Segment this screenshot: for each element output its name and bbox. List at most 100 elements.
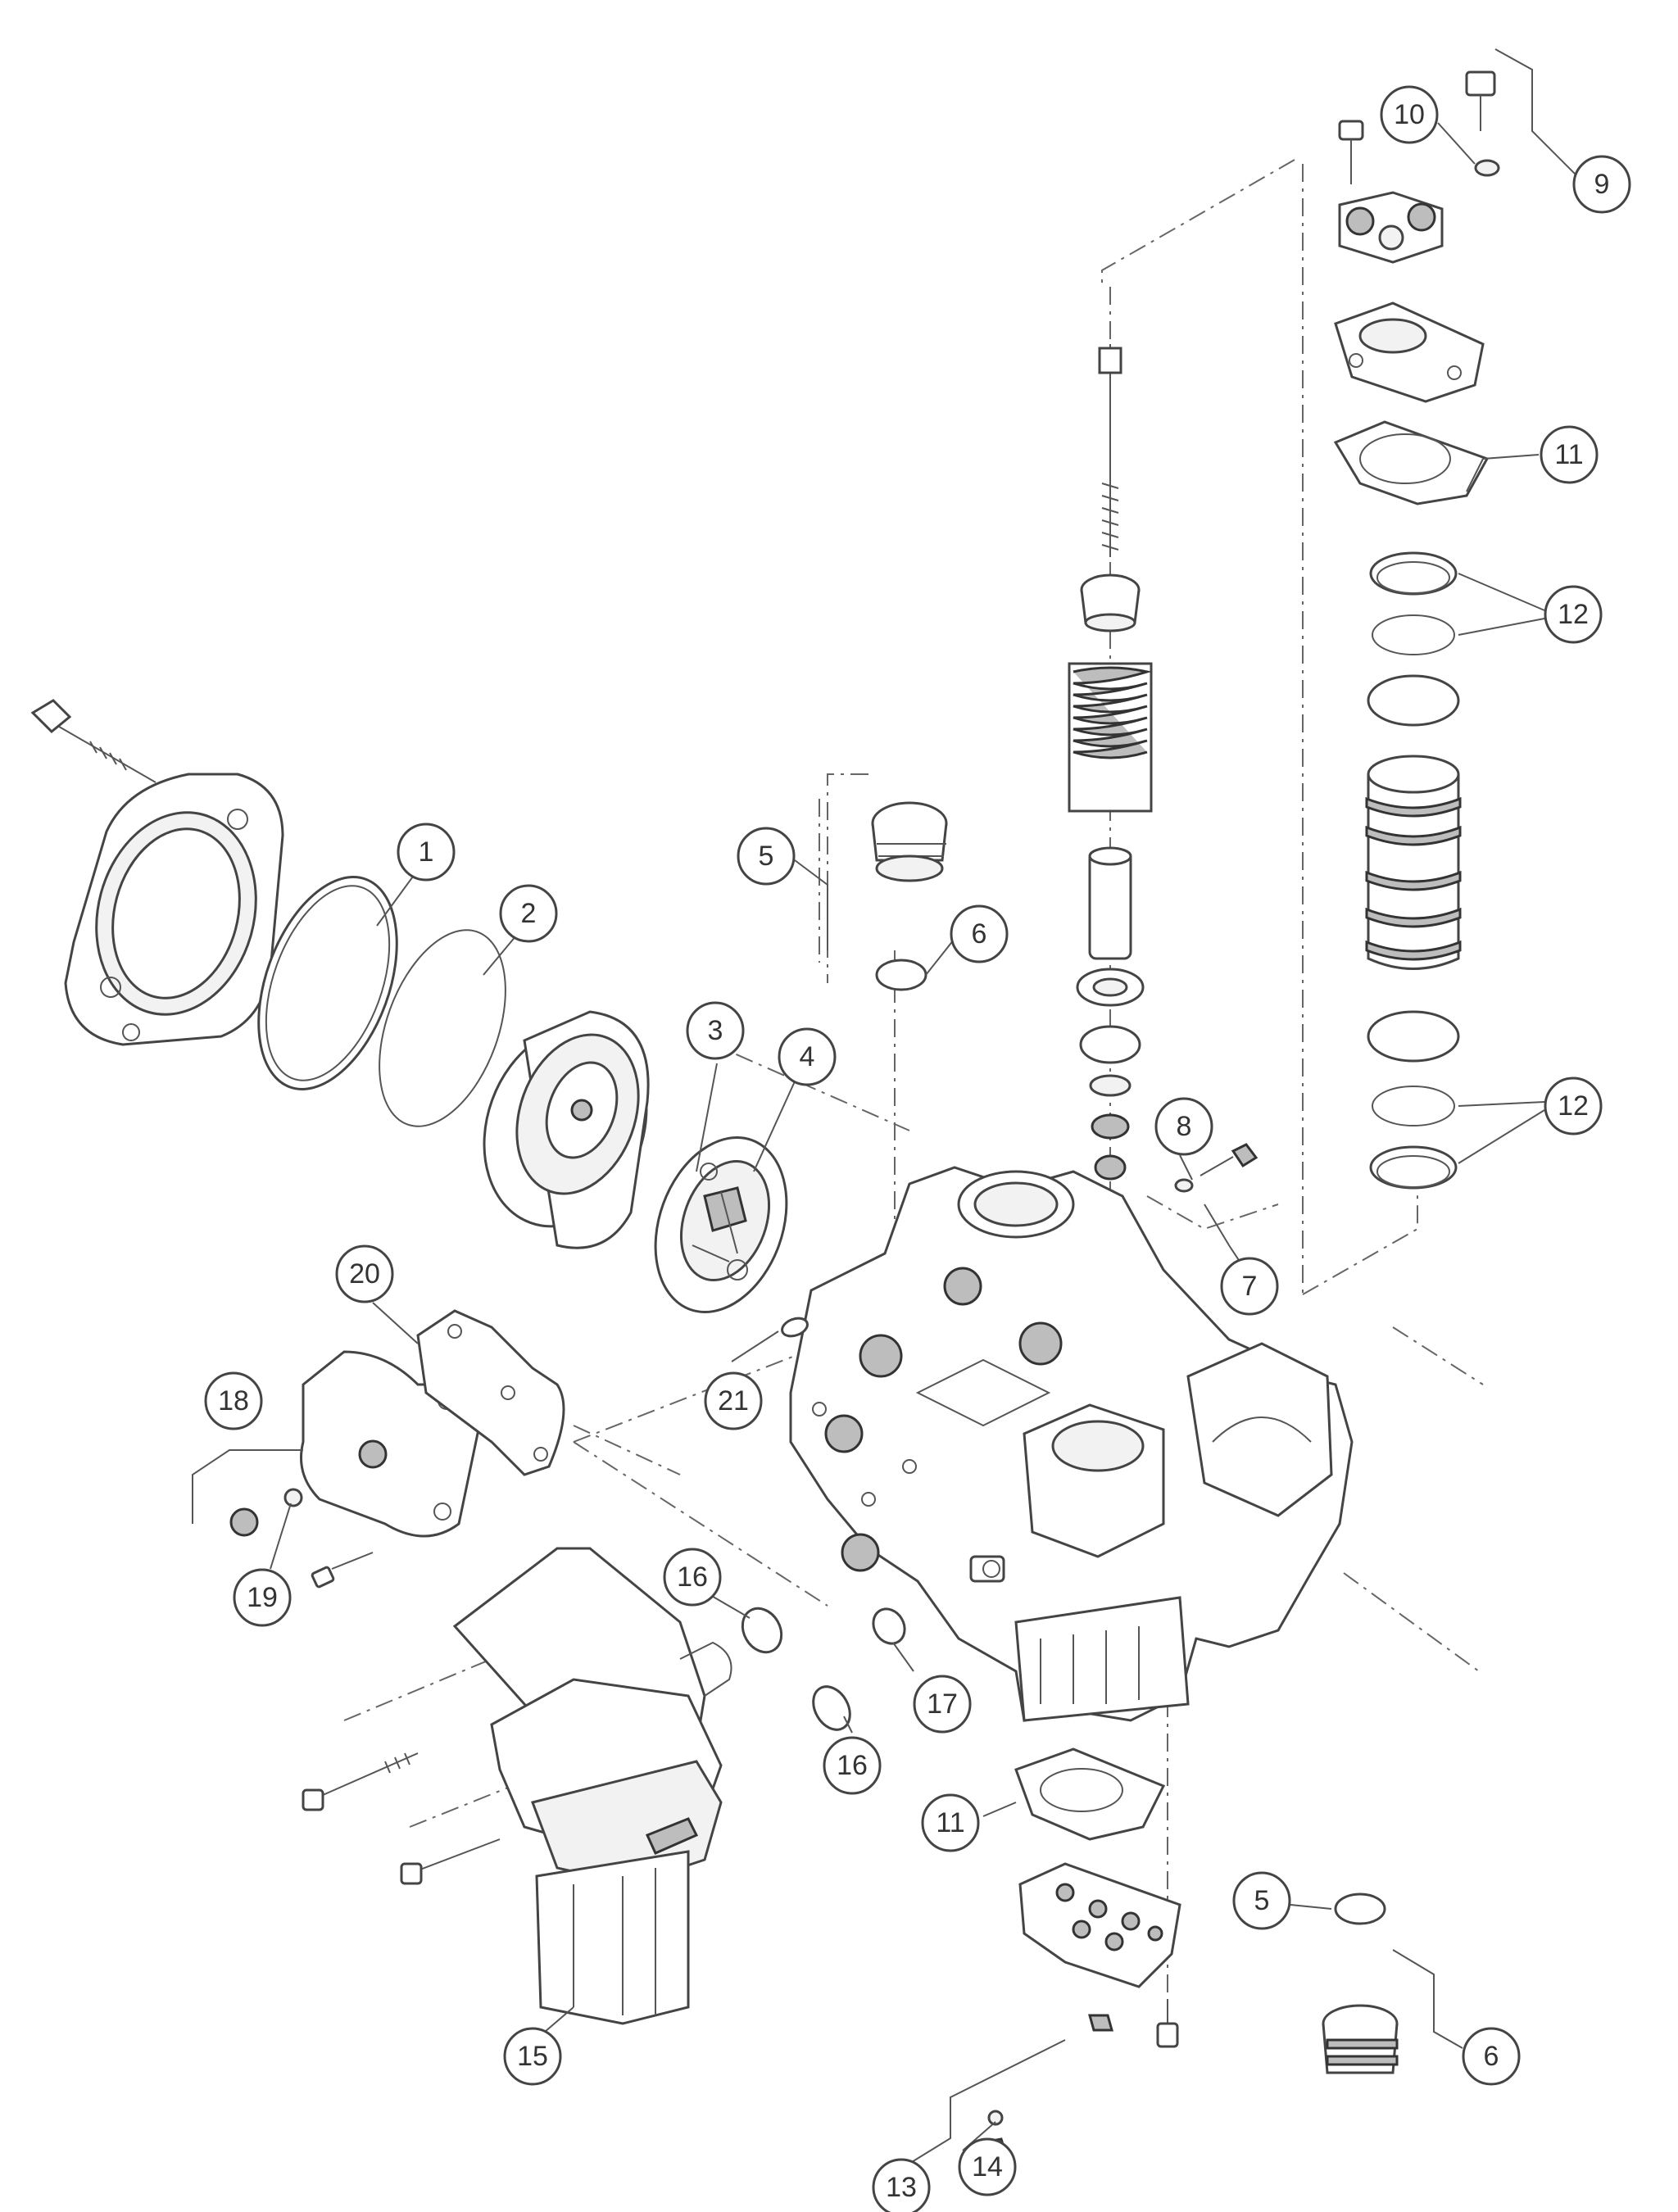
flange-gasket-20 bbox=[416, 1309, 565, 1476]
callout-label: 15 bbox=[517, 2041, 548, 2072]
o-ring-16-upper bbox=[741, 1607, 783, 1654]
gasket-ring bbox=[257, 876, 398, 1090]
seal-disc-lower bbox=[1372, 1086, 1455, 1126]
callout-label: 21 bbox=[718, 1385, 749, 1416]
o-ring-lower bbox=[1367, 1010, 1460, 1063]
callout-circle bbox=[950, 904, 1009, 963]
callout-label: 14 bbox=[972, 2151, 1003, 2183]
impeller-plate bbox=[654, 1135, 788, 1314]
housing-bolt-upper bbox=[302, 1752, 419, 1811]
callout-c1: 1 bbox=[397, 823, 456, 882]
gear-housing bbox=[483, 1010, 650, 1249]
seal-ring-lower bbox=[1369, 1145, 1458, 1190]
callout-circle bbox=[872, 2158, 931, 2212]
callout-c8: 8 bbox=[1154, 1097, 1213, 1156]
o-ring-17 bbox=[872, 1607, 906, 1645]
callout-c7: 7 bbox=[1220, 1257, 1279, 1316]
callout-c11b: 11 bbox=[921, 1793, 980, 1852]
callout-c11a: 11 bbox=[1540, 425, 1599, 484]
o-ring-small-bottom bbox=[1334, 1892, 1386, 1925]
callout-circle bbox=[913, 1675, 972, 1734]
callout-c9: 9 bbox=[1572, 155, 1631, 214]
inlet-filter-housing bbox=[452, 1547, 732, 2025]
outlet-fitting bbox=[1338, 191, 1444, 264]
callout-circle bbox=[663, 1548, 722, 1607]
callout-circle bbox=[204, 1371, 263, 1430]
bottom-gasket bbox=[1014, 1747, 1166, 1841]
callout-circle bbox=[1544, 585, 1603, 644]
callout-circle bbox=[823, 1736, 882, 1795]
callout-c2: 2 bbox=[499, 884, 558, 943]
housing-bolt-lower bbox=[400, 1838, 501, 1885]
bottom-valve-plate bbox=[1018, 1862, 1181, 1988]
callout-c13: 13 bbox=[872, 2158, 931, 2212]
callout-label: 7 bbox=[1242, 1271, 1258, 1302]
callout-label: 13 bbox=[886, 2172, 917, 2203]
callout-circle bbox=[704, 1371, 763, 1430]
seal-ring-upper bbox=[1369, 551, 1458, 596]
callout-circle bbox=[737, 827, 796, 886]
small-seal-21 bbox=[781, 1317, 809, 1338]
callout-c5b: 5 bbox=[1232, 1871, 1291, 1930]
callout-c16b: 16 bbox=[823, 1736, 882, 1795]
seal-disc-upper bbox=[1372, 614, 1455, 655]
o-ring-large bbox=[379, 929, 506, 1127]
callout-c5a: 5 bbox=[737, 827, 796, 886]
callout-circle bbox=[1380, 85, 1439, 144]
callout-label: 4 bbox=[800, 1041, 815, 1072]
fitting-bolt-right bbox=[1465, 70, 1496, 131]
callout-label: 5 bbox=[759, 841, 774, 872]
callout-label: 12 bbox=[1558, 1090, 1589, 1122]
callout-label: 1 bbox=[419, 836, 434, 868]
callout-c19: 19 bbox=[233, 1568, 292, 1627]
fitting-bolt-left bbox=[1338, 120, 1364, 184]
callout-label: 9 bbox=[1594, 169, 1610, 200]
callout-c14: 14 bbox=[958, 2137, 1017, 2196]
callout-label: 16 bbox=[837, 1750, 868, 1781]
callout-c10: 10 bbox=[1380, 85, 1439, 144]
callout-label: 20 bbox=[349, 1258, 380, 1290]
cover-bolt bbox=[30, 699, 156, 783]
callout-circle bbox=[1540, 425, 1599, 484]
callout-c6a: 6 bbox=[950, 904, 1009, 963]
callout-c12a: 12 bbox=[1544, 585, 1603, 644]
callouts: 1234567891011121211561314151616171819202… bbox=[204, 85, 1631, 2212]
flange-bolt bbox=[311, 1552, 374, 1589]
callout-label: 3 bbox=[708, 1015, 723, 1046]
callout-circle bbox=[1220, 1257, 1279, 1316]
callout-label: 17 bbox=[927, 1688, 958, 1720]
callout-circle bbox=[958, 2137, 1017, 2196]
callout-label: 6 bbox=[1484, 2041, 1499, 2072]
o-ring-upper bbox=[1367, 674, 1460, 727]
callout-c21: 21 bbox=[704, 1371, 763, 1430]
plate-nut-upper bbox=[1088, 2014, 1113, 2032]
callout-label: 2 bbox=[521, 898, 537, 929]
callout-label: 12 bbox=[1558, 599, 1589, 630]
fitting-washer bbox=[1474, 159, 1500, 177]
cover-plate bbox=[1334, 301, 1485, 403]
flange-nut-19 bbox=[229, 1488, 303, 1537]
callout-circle bbox=[921, 1793, 980, 1852]
callout-label: 11 bbox=[1554, 439, 1583, 470]
cover-gasket bbox=[1333, 420, 1490, 505]
callout-circle bbox=[335, 1244, 394, 1303]
callout-c3: 3 bbox=[686, 1001, 745, 1060]
callout-c20: 20 bbox=[335, 1244, 394, 1303]
o-ring-small-top bbox=[875, 959, 927, 991]
callout-label: 10 bbox=[1394, 99, 1425, 130]
callout-circle bbox=[1232, 1871, 1291, 1930]
plug-top bbox=[871, 801, 948, 882]
callout-c6b: 6 bbox=[1462, 2027, 1521, 2086]
callout-label: 5 bbox=[1254, 1885, 1270, 1916]
callout-label: 6 bbox=[972, 918, 987, 950]
callout-circle bbox=[233, 1568, 292, 1627]
callout-c15: 15 bbox=[503, 2027, 562, 2086]
callout-circle bbox=[1154, 1097, 1213, 1156]
callout-label: 16 bbox=[677, 1562, 708, 1593]
callout-circle bbox=[778, 1027, 837, 1086]
drain-bolt bbox=[1200, 1143, 1258, 1176]
callout-label: 18 bbox=[218, 1385, 249, 1416]
callout-label: 8 bbox=[1177, 1111, 1192, 1142]
callout-circle bbox=[1572, 155, 1631, 214]
